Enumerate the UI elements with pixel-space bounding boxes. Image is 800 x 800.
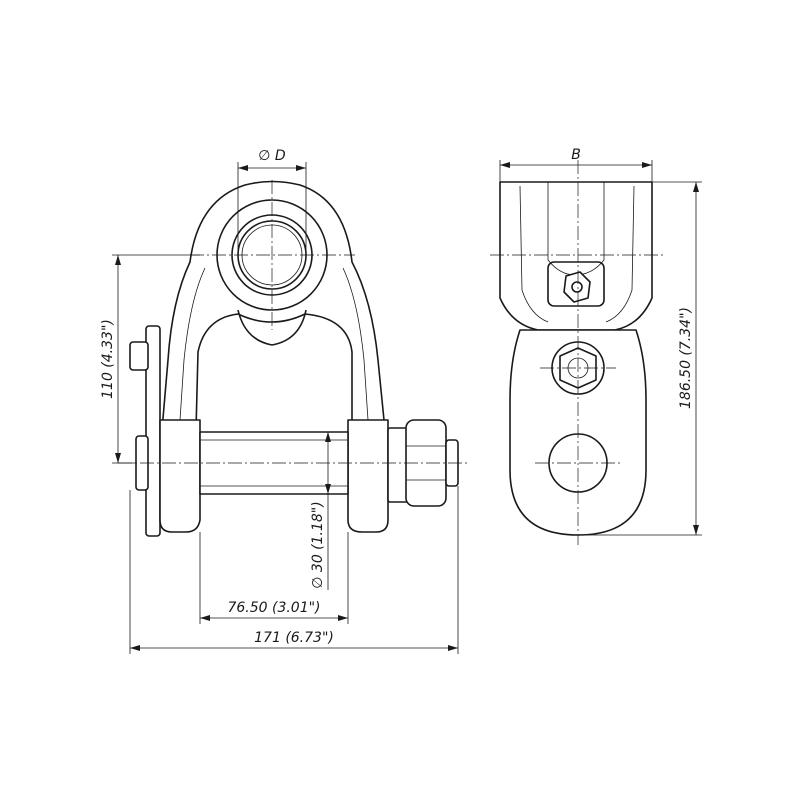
side-clevis-inner-right — [605, 185, 635, 323]
shackle-inner-arch — [195, 313, 353, 431]
front-view — [118, 180, 468, 537]
side-clevis-inner-left — [519, 185, 549, 323]
overall-height-label: 186.50 (7.34") — [678, 307, 694, 409]
dim-bore-diameter: ∅ D — [237, 148, 307, 250]
shackle-edge-lines — [179, 267, 369, 421]
nut-washer — [387, 427, 409, 503]
side-clevis-body — [499, 181, 653, 331]
inner-width-label: 76.50 (3.01") — [227, 600, 320, 616]
side-small-nut — [563, 271, 591, 303]
right-lug — [347, 419, 389, 533]
dim-overall-width: 171 (6.73") — [129, 486, 459, 654]
overall-width-label: 171 (6.73") — [254, 630, 334, 646]
side-width-label: B — [571, 147, 581, 163]
side-clevis-slot — [547, 182, 605, 276]
left-lug — [159, 419, 201, 533]
left-head-cap — [129, 341, 149, 371]
eye-neck — [237, 309, 307, 346]
pin-diameter-label: ∅ 30 (1.18") — [310, 501, 326, 588]
side-small-nut-hole — [571, 281, 583, 293]
side-view — [490, 160, 665, 545]
dim-pin-diameter: ∅ 30 (1.18") — [310, 432, 331, 590]
dim-inner-width: 76.50 (3.01") — [199, 532, 349, 624]
dim-inner-height: 110 (4.33") — [100, 254, 200, 464]
side-clevis-recess — [547, 261, 605, 307]
dim-overall-height: 186.50 (7.34") — [580, 181, 702, 536]
bore-diameter-label: ∅ D — [258, 148, 286, 164]
dim-side-width: B — [499, 147, 653, 182]
inner-height-label: 110 (4.33") — [100, 319, 116, 399]
